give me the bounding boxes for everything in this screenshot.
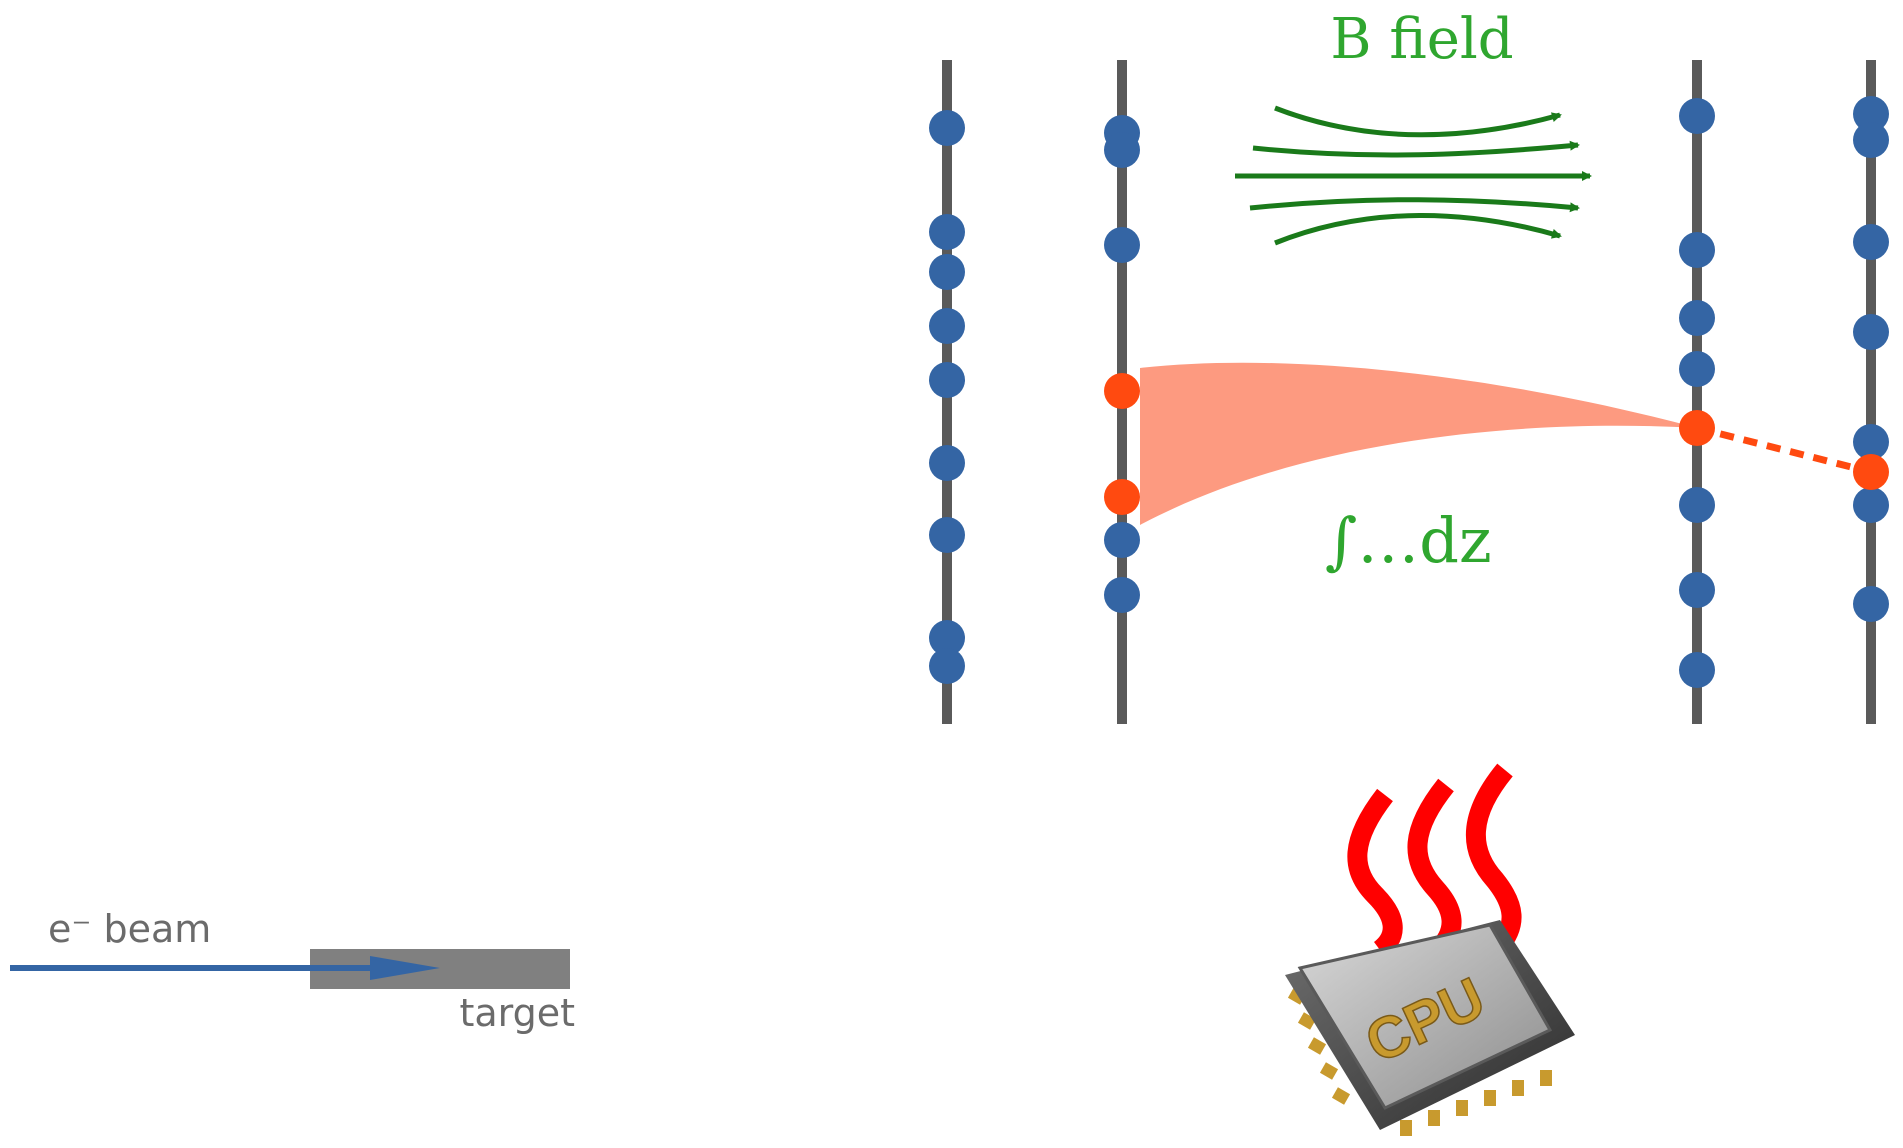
beam-label: e⁻ beam	[48, 907, 211, 951]
hit	[1104, 522, 1140, 558]
detector-plane-4	[1853, 60, 1889, 724]
detector-plane-3	[1679, 60, 1715, 724]
hit	[1853, 424, 1889, 460]
hit	[1679, 300, 1715, 336]
chip-top	[1297, 923, 1553, 1110]
hit	[1853, 586, 1889, 622]
hit	[1679, 232, 1715, 268]
hit	[1104, 577, 1140, 613]
hit	[1679, 487, 1715, 523]
hit	[1853, 224, 1889, 260]
heat-wave	[1466, 763, 1522, 955]
hit	[929, 620, 965, 656]
integral-label: ∫…dz	[1325, 504, 1492, 577]
selected-hit	[1853, 454, 1889, 490]
target-label: target	[459, 991, 575, 1035]
hit	[1853, 96, 1889, 132]
heat-wave	[1407, 778, 1462, 958]
selected-hit	[1679, 410, 1715, 446]
selected-hit	[1104, 373, 1140, 409]
hit	[929, 110, 965, 146]
field-line	[1252, 140, 1580, 158]
hit	[929, 445, 965, 481]
track-dashed-segment	[1696, 424, 1872, 476]
hit	[929, 308, 965, 344]
hit	[1104, 227, 1140, 263]
hit	[929, 254, 965, 290]
hit	[929, 214, 965, 250]
hit	[1853, 487, 1889, 523]
chip-pins	[1287, 987, 1552, 1136]
hit	[1104, 132, 1140, 168]
hit	[1679, 572, 1715, 608]
field-line	[1249, 197, 1580, 213]
field-line	[1274, 213, 1562, 246]
hit	[1679, 98, 1715, 134]
heat-waves-icon	[1347, 763, 1522, 958]
beam-arrowhead-icon	[370, 956, 440, 980]
field-line	[1274, 105, 1562, 138]
cpu-icon: CPU	[1285, 763, 1575, 1136]
track-extrapolation-band	[1140, 362, 1697, 525]
hit	[929, 648, 965, 684]
detector-plane-1	[929, 60, 965, 724]
b-field-label: B field	[1330, 7, 1513, 72]
hit	[1679, 652, 1715, 688]
hit	[1853, 122, 1889, 158]
hit	[929, 517, 965, 553]
selected-hit	[1104, 479, 1140, 515]
hit	[1853, 314, 1889, 350]
hit	[929, 362, 965, 398]
b-field-lines	[1235, 105, 1592, 246]
heat-wave	[1347, 788, 1403, 958]
hit	[1679, 351, 1715, 387]
